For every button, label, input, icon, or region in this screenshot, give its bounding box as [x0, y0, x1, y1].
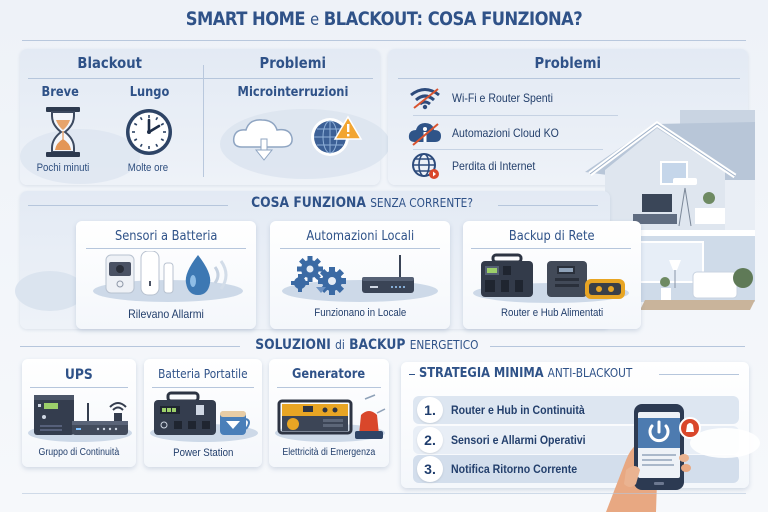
strategia-heading-rest: ANTI-BLACKOUT — [547, 366, 633, 380]
generator-alarm-icon — [273, 391, 387, 443]
cloud-decoration — [20, 129, 140, 184]
power-station-icon — [471, 251, 631, 305]
strategia-heading-bold: STRATEGIA MINIMA — [419, 366, 544, 381]
strategia-panel: STRATEGIA MINIMA ANTI-BLACKOUT 1. Router… — [401, 362, 749, 488]
cosa-funziona-heading-rest: SENZA CORRENTE? — [370, 196, 474, 210]
title-part-3: BLACKOUT: COSA FUNZIONA? — [323, 8, 583, 30]
problem-item-wifi: Wi-Fi e Router Spenti — [408, 84, 567, 112]
cloud-download-icon — [230, 111, 300, 163]
card-divider — [471, 248, 631, 249]
microinterruzioni-label: Microinterruzioni — [237, 85, 348, 100]
problem-label: Automazioni Cloud KO — [452, 126, 559, 140]
section-rule-right — [498, 205, 598, 206]
step-label: Notifica Ritorno Corrente — [451, 462, 578, 476]
card-title: Backup di Rete — [509, 229, 595, 244]
lungo-caption: Molte ore — [127, 162, 169, 174]
clock-icon — [124, 107, 174, 157]
problem-item-internet: Perdita di Internet — [408, 152, 547, 180]
problemi-heading: Problemi — [259, 54, 326, 72]
house-illustration — [585, 110, 755, 315]
title-part-2: e — [310, 10, 319, 30]
hourglass-icon — [46, 107, 80, 157]
card-title: Generatore — [292, 367, 366, 382]
breve-caption: Pochi minuti — [36, 162, 89, 174]
soluzioni-heading-3: BACKUP — [349, 337, 406, 353]
row-divider — [413, 149, 603, 150]
card-title: Sensori a Batteria — [114, 229, 218, 244]
card-divider — [30, 387, 128, 388]
step-label: Sensori e Allarmi Operativi — [451, 433, 586, 447]
problem-label: Perdita di Internet — [452, 159, 536, 173]
card-caption: Funzionano in Locale — [313, 307, 407, 319]
row-divider — [413, 115, 618, 116]
globe-warning-icon — [308, 113, 364, 159]
cloud-decoration — [15, 271, 85, 311]
cosa-funziona-heading-bold: COSA FUNZIONA — [251, 195, 367, 211]
card-divider — [86, 248, 246, 249]
breve-label: Breve — [41, 85, 79, 100]
soluzioni-heading-1: SOLUZIONI — [255, 337, 331, 353]
card-title: Batteria Portatile — [158, 367, 248, 381]
section-rule-left — [20, 346, 240, 347]
card-divider — [280, 248, 440, 249]
section-rule-right — [659, 374, 739, 375]
section-rule-left — [409, 374, 415, 375]
card-backup-rete: Backup di Rete Router e Hub Alimentati — [463, 221, 641, 329]
card-divider — [152, 387, 254, 388]
portable-battery-icon — [148, 391, 260, 443]
card-caption: Gruppo di Continuità — [38, 447, 120, 458]
card-caption: Rilevano Allarmi — [128, 307, 204, 321]
gears-hub-icon — [280, 251, 440, 303]
card-divider — [277, 387, 381, 388]
card-sensori-batteria: Sensori a Batteria Rilevano Allarmi — [76, 221, 256, 329]
column-divider — [203, 65, 204, 177]
problem-item-cloud: Automazioni Cloud KO — [408, 119, 573, 147]
strategy-step-2: 2. Sensori e Allarmi Operativi — [413, 426, 739, 454]
step-number: 1. — [417, 397, 443, 423]
problem-label: Wi-Fi e Router Spenti — [452, 91, 553, 105]
wifi-off-icon — [410, 88, 440, 110]
card-caption: Elettricità di Emergenza — [282, 447, 376, 458]
card-caption: Power Station — [172, 447, 234, 459]
step-label: Router e Hub in Continuità — [451, 403, 585, 417]
card-caption: Router e Hub Alimentati — [500, 307, 604, 319]
heading-divider — [28, 78, 373, 79]
battery-sensors-icon — [88, 250, 248, 303]
title-divider — [22, 40, 746, 41]
card-title: Automazioni Locali — [306, 229, 414, 244]
cloud-off-icon — [408, 123, 441, 146]
ups-router-icon — [26, 391, 134, 443]
soluzioni-heading-4: ENERGETICO — [409, 338, 479, 352]
lungo-label: Lungo — [130, 85, 170, 100]
soluzioni-heading-2: di — [335, 338, 345, 352]
globe-offline-icon — [412, 153, 439, 179]
bottom-divider — [22, 493, 746, 494]
card-title: UPS — [65, 367, 93, 383]
blackout-heading: Blackout — [77, 54, 143, 72]
cloud-decoration — [690, 428, 760, 458]
step-number: 2. — [417, 427, 443, 453]
page-title: SMART HOME e BLACKOUT: COSA FUNZIONA? — [54, 8, 714, 30]
blackout-problems-panel: Blackout Problemi Breve Pochi minuti Lun… — [20, 49, 390, 185]
problemi-right-heading: Problemi — [534, 54, 602, 72]
card-ups: UPS Gruppo di Continuità — [22, 359, 136, 467]
title-part-1: SMART HOME — [185, 8, 306, 30]
card-batteria-portatile: Batteria Portatile Power Station — [144, 359, 262, 467]
heading-divider — [398, 78, 740, 79]
card-automazioni-locali: Automazioni Locali — [270, 221, 450, 329]
step-number: 3. — [417, 456, 443, 482]
card-generatore: Generatore Elettricità di Emergenza — [269, 359, 389, 467]
section-rule-left — [28, 205, 228, 206]
phone-notification-illustration — [606, 400, 716, 512]
section-rule-right — [490, 346, 745, 347]
